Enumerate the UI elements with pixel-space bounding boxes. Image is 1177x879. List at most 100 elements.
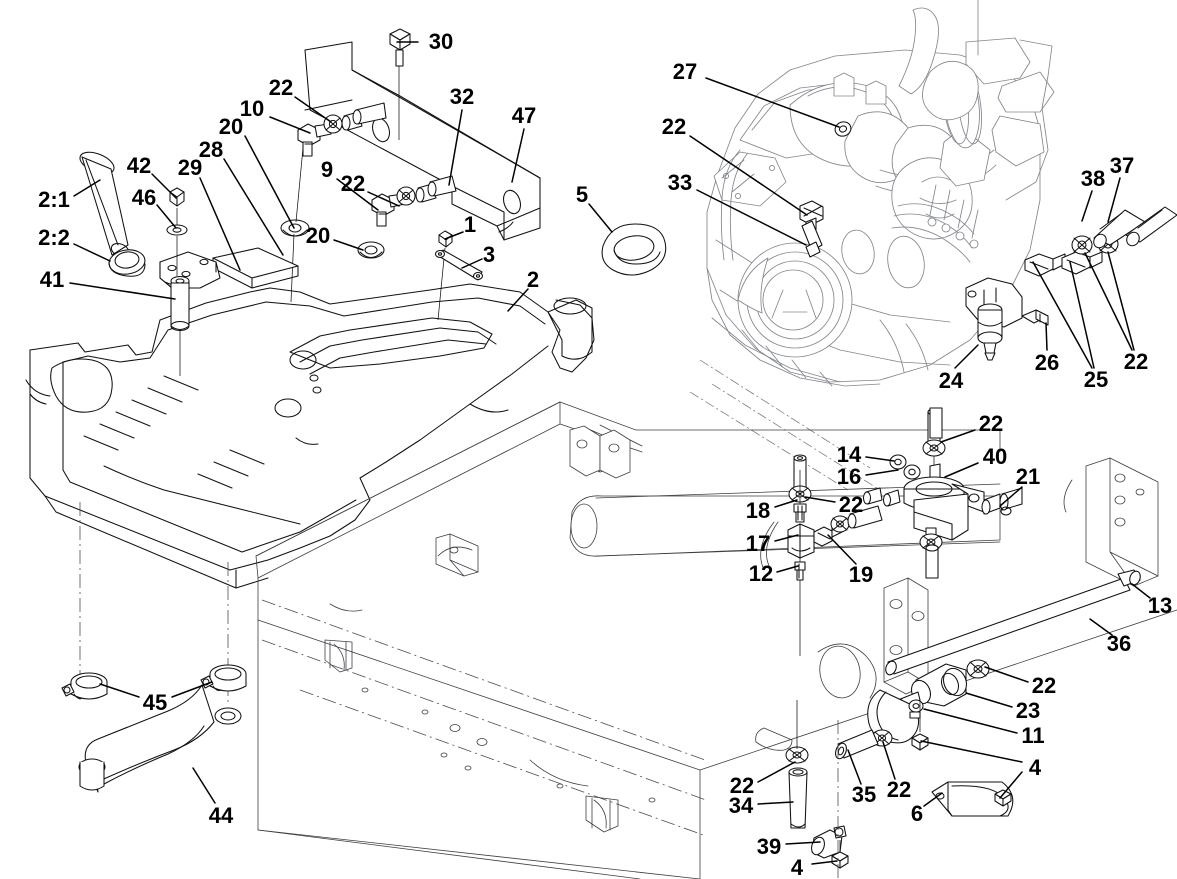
callout-number-45[interactable]: 45	[142, 690, 168, 715]
callout-number-4[interactable]: 4	[1028, 755, 1042, 780]
part-hose-pump-bottom	[925, 544, 939, 579]
part-46-washer	[166, 224, 188, 236]
part-38-hose	[1093, 209, 1146, 249]
part-32-hose-upper	[341, 102, 387, 131]
callout-number-18[interactable]: 18	[745, 498, 771, 523]
part-17-filter-body	[787, 523, 815, 559]
part-45-clamp-left	[61, 672, 108, 700]
part-37-hose	[1125, 206, 1177, 247]
part-25-fitting-b	[1061, 251, 1103, 275]
callout-number-20[interactable]: 20	[218, 114, 244, 139]
part-16-washer	[903, 464, 921, 480]
part-21-fitting	[981, 487, 1023, 516]
callout-number-22[interactable]: 22	[268, 75, 294, 100]
callout-number-22[interactable]: 22	[838, 492, 864, 517]
callout-number-21[interactable]: 21	[1015, 464, 1041, 489]
part-12-fitting	[794, 561, 806, 581]
part-22-clamp-upper	[323, 114, 343, 134]
part-34-hose	[788, 767, 808, 829]
vent-rod-a	[295, 147, 304, 223]
part-22-clamp-34	[785, 746, 809, 764]
part-2-fuel-tank	[25, 41, 595, 589]
callout-number-22[interactable]: 22	[661, 114, 687, 139]
part-2-2-ring	[108, 249, 146, 277]
part-1-screw	[437, 230, 453, 321]
part-28-pad	[212, 247, 299, 289]
vent-rod-b	[290, 233, 295, 303]
callout-number-32[interactable]: 32	[449, 84, 475, 109]
callout-number-22[interactable]: 22	[340, 171, 366, 196]
callout-number-20[interactable]: 20	[305, 223, 331, 248]
hose-lower-32	[415, 175, 457, 203]
part-22-bits-small	[862, 487, 901, 507]
callout-number-36[interactable]: 36	[1106, 631, 1132, 656]
callout-number-5[interactable]: 5	[575, 182, 589, 207]
part-hose-19	[847, 505, 883, 529]
callout-number-26[interactable]: 26	[1034, 350, 1060, 375]
callout-number-2[interactable]: 2	[526, 267, 540, 292]
callout-number-30[interactable]: 30	[428, 29, 454, 54]
callout-number-17[interactable]: 17	[745, 531, 771, 556]
callout-number-39[interactable]: 39	[756, 834, 782, 859]
part-41-spacer	[170, 275, 190, 332]
part-36-fuel-line	[885, 569, 1141, 676]
callout-number-11[interactable]: 11	[1021, 723, 1045, 748]
callout-number-33[interactable]: 33	[667, 170, 693, 195]
part-35-hose	[835, 729, 879, 760]
part-22-clamp-lower	[396, 186, 416, 206]
callout-number-44[interactable]: 44	[208, 803, 234, 828]
callout-number-29[interactable]: 29	[177, 155, 203, 180]
callout-number-2:1[interactable]: 2:1	[38, 187, 70, 212]
callout-number-47[interactable]: 47	[511, 103, 537, 128]
part-22-clamp-a	[1071, 235, 1093, 255]
part-5-grommet	[601, 223, 667, 276]
callout-number-4[interactable]: 4	[790, 855, 804, 879]
part-40-fuel-pump	[903, 463, 985, 543]
callout-number-38[interactable]: 38	[1080, 166, 1106, 191]
callout-number-22[interactable]: 22	[886, 777, 912, 802]
callout-number-10[interactable]: 10	[239, 96, 265, 121]
callout-number-25[interactable]: 25	[1083, 367, 1109, 392]
callout-number-1[interactable]: 1	[463, 212, 477, 237]
callout-number-3[interactable]: 3	[482, 242, 496, 267]
callout-number-35[interactable]: 35	[851, 782, 877, 807]
callout-number-12[interactable]: 12	[748, 561, 774, 586]
callout-number-9[interactable]: 9	[320, 157, 334, 182]
part-22-clamp-19	[830, 515, 850, 533]
callout-number-40[interactable]: 40	[982, 444, 1008, 469]
part-22-clamp-pump-top	[922, 439, 946, 457]
callout-number-34[interactable]: 34	[728, 793, 754, 818]
callout-number-16[interactable]: 16	[836, 464, 862, 489]
callout-number-2:2[interactable]: 2:2	[38, 225, 70, 250]
part-42-bolt	[169, 187, 185, 226]
callout-number-6[interactable]: 6	[910, 801, 924, 826]
callout-number-42[interactable]: 42	[126, 153, 152, 178]
callout-number-13[interactable]: 13	[1147, 593, 1173, 618]
part-22-clamp-23	[966, 659, 990, 679]
callout-number-19[interactable]: 19	[848, 562, 874, 587]
callout-number-22[interactable]: 22	[1123, 349, 1149, 374]
part-30-bolt	[389, 28, 411, 140]
part-29-bracket	[159, 251, 221, 289]
part-45-clamp-right	[200, 664, 247, 692]
callout-number-23[interactable]: 23	[1015, 698, 1041, 723]
part-25-fitting-a	[1024, 253, 1066, 277]
part-44-hose	[78, 684, 242, 793]
callout-number-37[interactable]: 37	[1109, 153, 1135, 178]
wire-harness	[760, 521, 779, 571]
callout-number-28[interactable]: 28	[198, 137, 224, 162]
callout-number-22[interactable]: 22	[729, 773, 755, 798]
part-3-strap	[434, 249, 484, 281]
callout-number-22[interactable]: 22	[978, 411, 1004, 436]
callout-number-24[interactable]: 24	[938, 368, 964, 393]
part-24-fuel-filter	[965, 277, 1023, 361]
callout-number-27[interactable]: 27	[672, 59, 698, 84]
callout-number-46[interactable]: 46	[131, 185, 157, 210]
callout-number-14[interactable]: 14	[836, 442, 862, 467]
callout-number-41[interactable]: 41	[39, 267, 65, 292]
callout-number-22[interactable]: 22	[1031, 673, 1057, 698]
part-18-connector	[793, 503, 807, 523]
part-26-bolt	[1021, 309, 1049, 326]
